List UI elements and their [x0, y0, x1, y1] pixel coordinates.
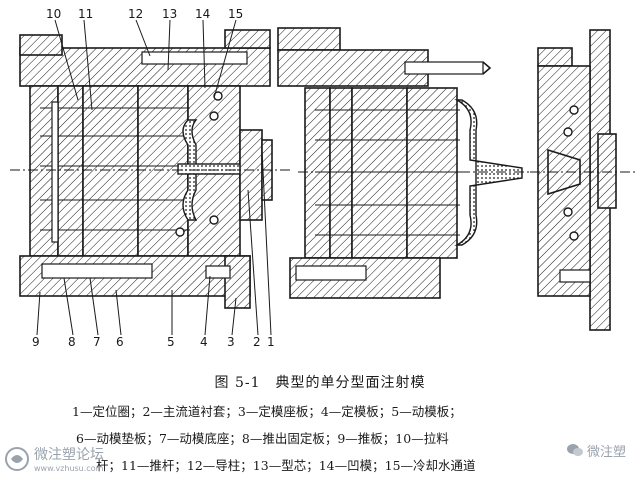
watermark-right: 微注塑 [566, 438, 638, 464]
opened-mold-view [277, 27, 530, 299]
leader-lines [36, 19, 272, 336]
label-13: 13 [162, 7, 177, 21]
watermark-right-brand: 微注塑 [587, 445, 627, 460]
label-9: 9 [32, 335, 40, 349]
label-8: 8 [68, 335, 76, 349]
label-14: 14 [195, 7, 210, 21]
watermark-left-url: www.vzhusu.com [34, 464, 104, 473]
label-11: 11 [78, 7, 93, 21]
label-15: 15 [228, 7, 243, 21]
figure-caption: 图 5-1 典型的单分型面注射模 [214, 375, 426, 391]
fixed-half-view [530, 29, 636, 331]
label-12: 12 [128, 7, 143, 21]
watermark-left-brand: 微注塑论坛 [34, 447, 104, 463]
label-2: 2 [253, 335, 261, 349]
watermark-logo-icon [5, 447, 29, 471]
legend-line-1: 1—定位圈；2—主流道衬套；3—定模座板；4—定模板；5—动模板； [72, 404, 462, 419]
closed-mold-view [10, 29, 290, 309]
label-3: 3 [227, 335, 235, 349]
watermark-left: 微注塑论坛 www.vzhusu.com [4, 440, 114, 478]
legend-line-3: 杆；11—推杆；12—导柱；13—型芯；14—凹模；15—冷却水通道 [96, 458, 476, 473]
label-1: 1 [267, 335, 275, 349]
label-5: 5 [167, 335, 175, 349]
legend-line-2: 6—动模垫板；7—动模底座；8—推出固定板；9—推板；10—拉料 [76, 431, 449, 446]
label-7: 7 [93, 335, 101, 349]
label-6: 6 [116, 335, 124, 349]
mold-diagram: 10 11 12 13 14 15 9 8 7 6 5 4 3 2 1 [10, 7, 636, 349]
label-10: 10 [46, 7, 61, 21]
wechat-icon [567, 444, 583, 456]
label-4: 4 [200, 335, 208, 349]
